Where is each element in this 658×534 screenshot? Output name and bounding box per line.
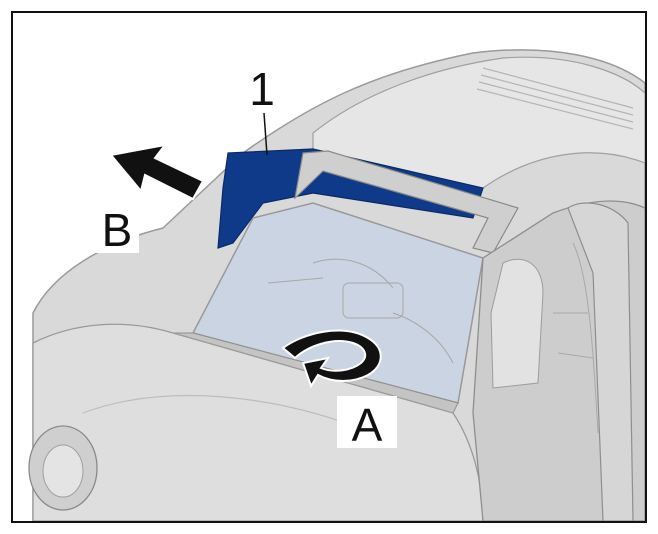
highlighted-trim-part	[217, 148, 484, 249]
callout-1-box	[245, 61, 279, 113]
callout-b-box	[95, 201, 139, 253]
callout-a-box	[337, 396, 397, 448]
seat	[490, 258, 544, 389]
callout-b: B	[102, 204, 133, 256]
leader-line-1	[263, 112, 268, 156]
illustration-frame: A B 1	[11, 11, 647, 523]
hood-crease	[82, 394, 374, 434]
roof-panel	[312, 56, 645, 189]
removal-arrow	[109, 143, 205, 201]
interior-detail	[267, 258, 454, 364]
roof-vents	[476, 67, 634, 130]
sunroof-frame	[294, 150, 519, 254]
door-frame	[567, 202, 634, 521]
headlight-left-inner	[42, 444, 84, 498]
rotation-arrow	[281, 329, 382, 389]
car-body-illustration: A B 1	[13, 13, 645, 521]
callout-a: A	[352, 399, 383, 451]
windshield-glass	[191, 202, 484, 404]
callout-part-1: 1	[249, 63, 275, 115]
door-trim-lines	[553, 242, 599, 434]
